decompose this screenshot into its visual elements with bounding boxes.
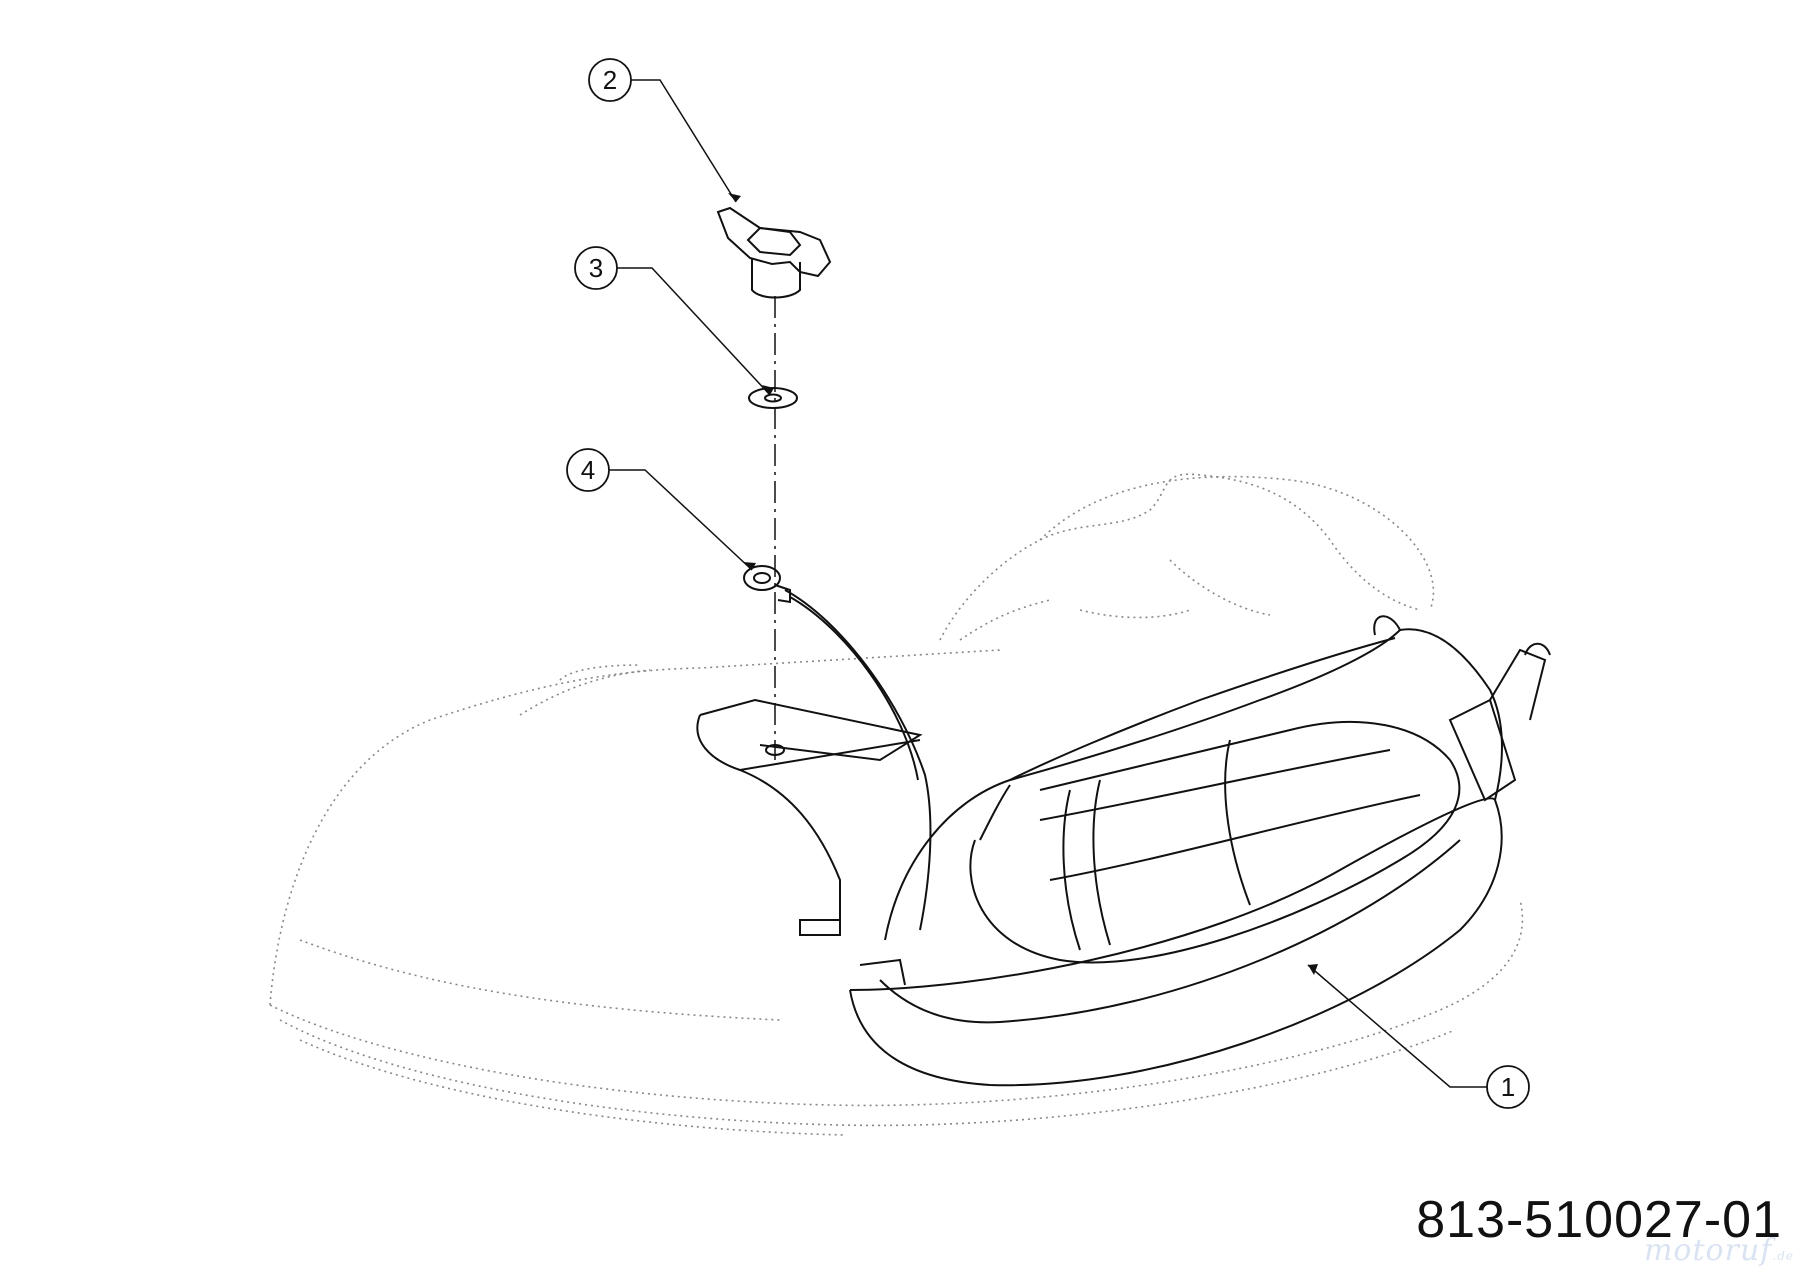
drawing-number: 813-510027-01 (1416, 1191, 1782, 1249)
callout-4: 4 (566, 448, 610, 492)
callout-2-label: 2 (603, 65, 617, 95)
callout-1-label: 1 (1501, 1072, 1515, 1102)
callout-3: 3 (574, 246, 618, 290)
callout-3-label: 3 (589, 253, 603, 283)
leader-arrowheads (728, 193, 1318, 975)
watermark-logo: motoruf.de (1644, 1233, 1794, 1268)
washer-part-3 (748, 387, 798, 409)
mounting-bracket (696, 698, 923, 936)
discharge-flap (849, 615, 1551, 1087)
cable (784, 589, 932, 931)
watermark-brand: motoruf (1643, 1233, 1773, 1268)
wing-knob-part-2 (716, 206, 832, 299)
mower-deck-ghost (269, 473, 1524, 1136)
callout-2: 2 (588, 58, 632, 102)
cable-eyelet-part-4 (743, 565, 791, 604)
callout-4-label: 4 (581, 455, 595, 485)
watermark-suffix: .de (1772, 1249, 1794, 1263)
callout-1: 1 (1486, 1065, 1530, 1109)
leader-lines (603, 79, 1488, 1088)
